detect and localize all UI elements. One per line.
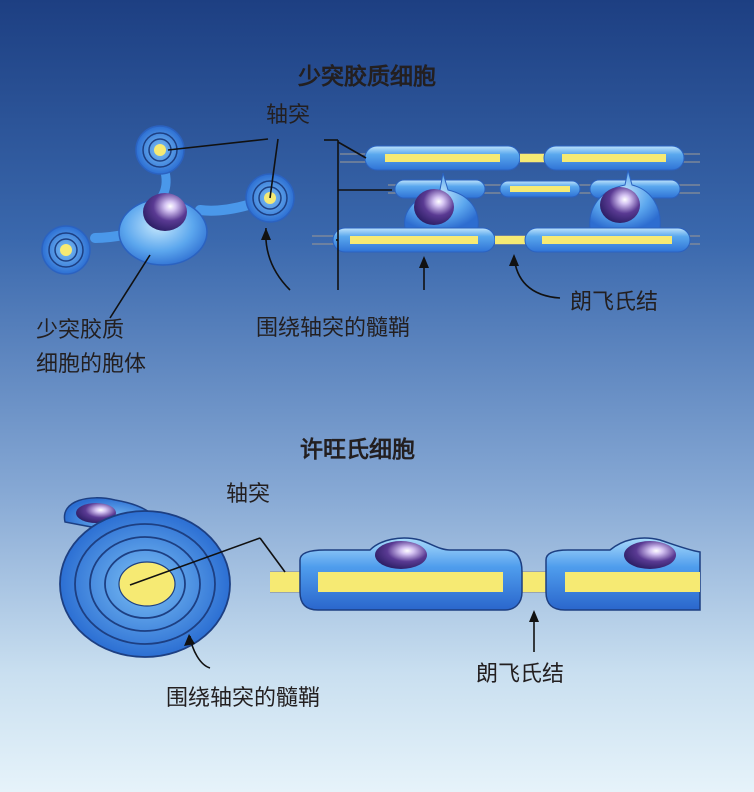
leader-lines-top: [109, 138, 561, 319]
axon-label-bottom: 轴突: [226, 482, 271, 507]
myelin-cross-section-top: [135, 125, 185, 175]
schwann-title: 许旺氏细胞: [300, 437, 415, 463]
myelin-sheath-row-1: [364, 145, 685, 171]
node-of-ranvier-bottom: [520, 572, 548, 592]
arrowheads-top: [261, 228, 519, 268]
cell-body-label-line2: 细胞的胞体: [36, 352, 147, 377]
oligodendrocyte-soma-1: [404, 172, 479, 229]
node-label-bottom: 朗飞氏结: [476, 662, 565, 687]
schwann-cell-2: [545, 537, 701, 611]
myelin-label-bottom: 围绕轴突的髓鞘: [166, 686, 321, 711]
arrowheads-bottom: [184, 610, 539, 646]
myelin-cross-section-left: [41, 225, 91, 275]
axon-label-top: 轴突: [266, 103, 311, 128]
schwann-cell-1: [299, 537, 523, 611]
axon-segment-left: [270, 572, 300, 592]
schwann-cross-section: [59, 497, 231, 658]
cell-body-label-line1: 少突胶质: [36, 318, 125, 343]
oligodendrocyte-title: 少突胶质细胞: [298, 64, 436, 90]
oligodendrocyte-soma-2: [589, 169, 661, 229]
myelin-sheath-row-3: [332, 227, 691, 253]
node-label-top: 朗飞氏结: [570, 290, 659, 315]
oligodendrocyte-cell: [90, 160, 253, 266]
myelin-label-top: 围绕轴突的髓鞘: [256, 316, 411, 341]
